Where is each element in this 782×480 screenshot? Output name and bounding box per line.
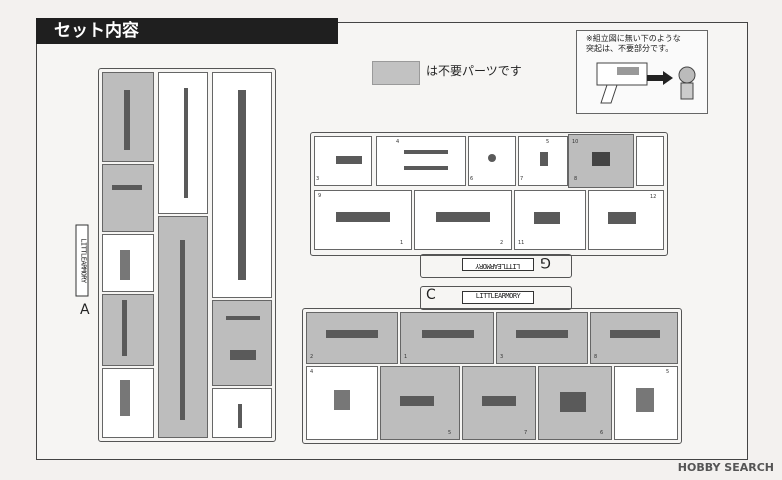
note-box [576,30,708,114]
page-title: セット内容 [36,18,338,44]
note-illustration [596,62,696,104]
part-number-c-6: 6 [600,430,604,436]
sprue-a-label: A [80,302,90,318]
part-number-c-4: 4 [310,369,314,375]
part-number-g-4: 4 [396,139,400,145]
part-number-c-3: 3 [500,354,504,360]
part-number-c-5: 5 [448,430,452,436]
part-number-c-7: 7 [524,430,528,436]
legend-swatch-unneeded [372,61,420,85]
part-number-g-6: 6 [470,176,474,182]
legend-text: は不要パーツです [426,64,522,78]
sprue-g-tag: LITTLEARMORY [462,258,534,271]
part-number-g-10: 10 [572,139,579,145]
part-number-c-5b: 5 [666,369,670,375]
sprue-a-tag: LITTLEARMORY [75,224,89,297]
part-number-g-9: 9 [318,193,322,199]
part-number-g-8: 8 [574,176,578,182]
part-number-c-1: 1 [404,354,408,360]
part-number-c-2: 2 [310,354,314,360]
sprue-g-label: G [540,254,551,270]
part-number-c-8: 8 [594,354,598,360]
part-number-g-12: 12 [650,194,657,200]
part-number-g-3: 3 [316,176,320,182]
note-text: ※組立図に無い下のような 突起は、不要部分です。 [586,34,681,53]
part-number-g-5: 5 [546,139,550,145]
part-number-g-7: 7 [520,176,524,182]
sprue-c-label: C [426,287,436,303]
part-number-g-11: 11 [518,240,525,246]
part-number-g-2: 2 [500,240,504,246]
sprue-c-tag: LITTLEARMORY [462,291,534,304]
watermark: HOBBY SEARCH [677,461,774,474]
part-number-g-1: 1 [400,240,404,246]
